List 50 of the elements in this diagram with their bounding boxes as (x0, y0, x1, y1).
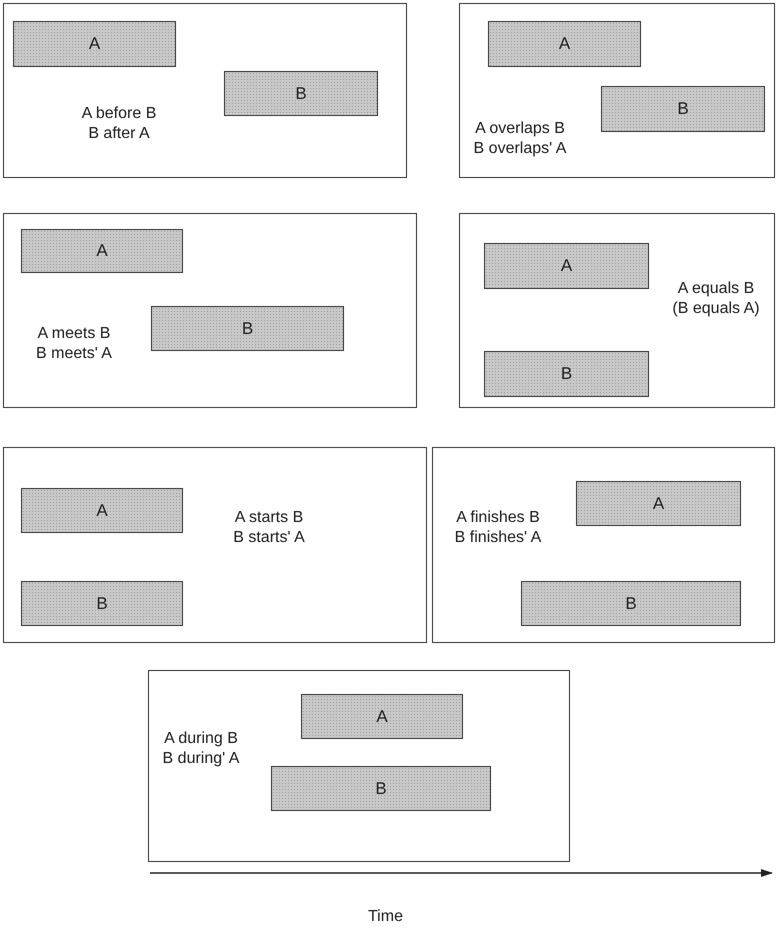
relation-text: B during' A (162, 749, 240, 769)
interval-label: B (295, 84, 307, 104)
interval-label: A (96, 241, 108, 261)
interval-label: A (96, 500, 108, 520)
relation-text: A equals B (676, 279, 756, 299)
interval-label: A (560, 256, 572, 276)
relation-panel (148, 670, 570, 862)
interval-bar (601, 86, 765, 132)
interval-bar (301, 694, 463, 739)
relation-text: B finishes' A (454, 528, 542, 548)
relation-panel (3, 447, 427, 643)
relation-panel (3, 3, 407, 178)
relation-text: B meets' A (35, 344, 113, 364)
relation-panel (459, 3, 775, 178)
relation-text: (B equals A) (671, 299, 761, 319)
relation-text: B starts' A (232, 528, 306, 548)
interval-label: B (625, 594, 637, 614)
interval-label: B (242, 318, 254, 338)
axis-label: Time (368, 908, 403, 926)
interval-bar (521, 581, 741, 626)
relation-text: A meets B (36, 324, 112, 344)
interval-label: B (96, 594, 108, 614)
interval-label: A (558, 34, 570, 54)
interval-label: B (677, 99, 689, 119)
relation-text: A starts B (234, 508, 304, 528)
interval-label: B (375, 778, 387, 798)
interval-bar (21, 581, 183, 626)
interval-bar (151, 306, 344, 351)
interval-label: A (652, 494, 664, 514)
relation-text: A overlaps B (474, 119, 566, 139)
interval-bar (21, 229, 183, 273)
interval-bar (13, 21, 176, 67)
interval-bar (271, 766, 491, 811)
interval-bar (484, 351, 649, 397)
interval-bar (484, 243, 649, 289)
interval-label: B (560, 364, 572, 384)
relation-text: A finishes B (455, 508, 541, 528)
relation-text: A before B (80, 104, 158, 124)
relation-text: B after A (87, 124, 151, 144)
interval-label: A (376, 706, 388, 726)
relation-text: A during B (163, 729, 239, 749)
interval-label: A (88, 34, 100, 54)
interval-bar (21, 488, 183, 533)
relation-text: B overlaps' A (472, 139, 568, 159)
relation-panel (432, 447, 775, 643)
relation-panel (3, 213, 417, 408)
relation-panel (459, 213, 775, 408)
interval-bar (488, 21, 641, 67)
interval-bar (576, 481, 741, 526)
interval-bar (224, 71, 378, 116)
